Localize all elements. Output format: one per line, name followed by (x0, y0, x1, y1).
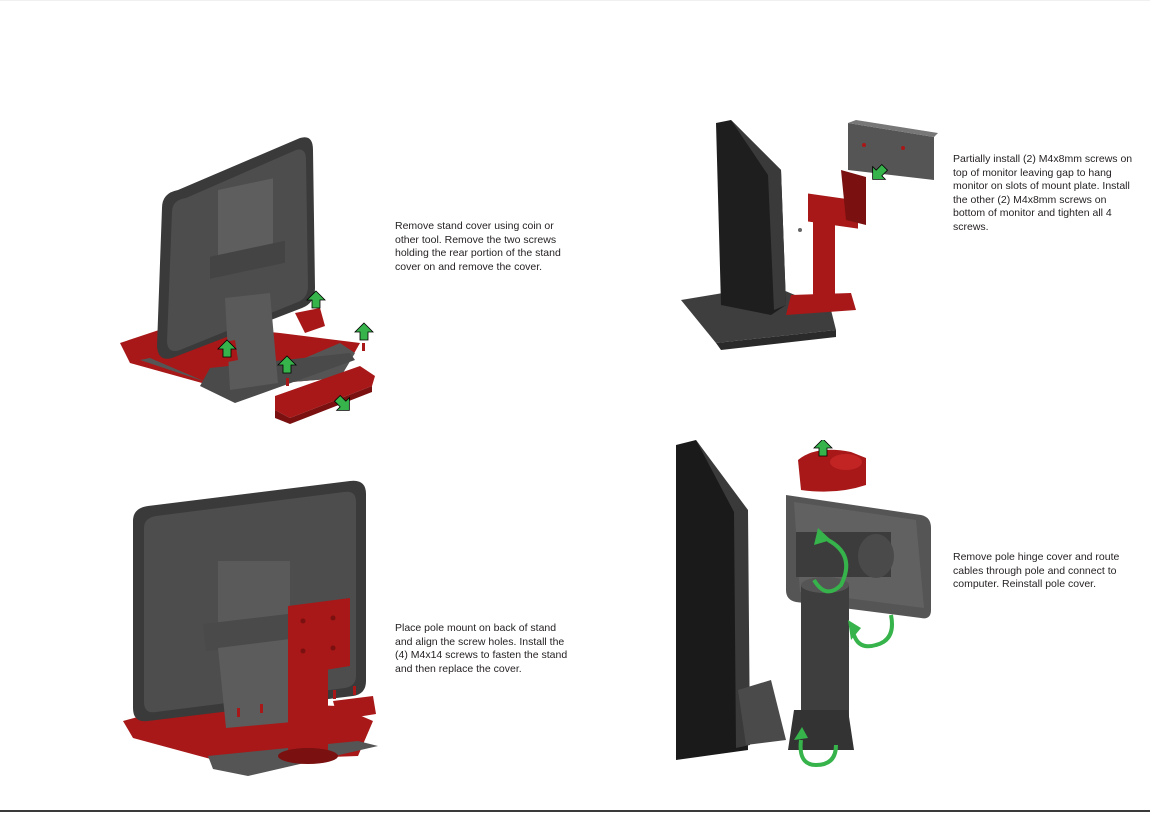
step4-illustration (676, 440, 931, 768)
step3-illustration (123, 480, 378, 776)
rear-stand-cover (275, 366, 375, 418)
step2-instructions: Partially install (2) M4x8mm screws on t… (953, 153, 1133, 233)
rotate-arrow-icon (794, 727, 838, 768)
down-left-arrow-icon (872, 163, 889, 180)
rotate-arrow-icon (848, 614, 894, 649)
step1-illustration (120, 137, 375, 424)
down-right-arrow-icon (333, 394, 350, 411)
monitor-side (676, 440, 748, 760)
step1-instructions: Remove stand cover using coin or other t… (395, 220, 561, 273)
step4-instructions: Remove pole hinge cover and route cables… (953, 551, 1120, 590)
step2-illustration (681, 120, 938, 350)
monitor-rear-plate (848, 123, 934, 180)
up-arrow-icon (306, 290, 326, 309)
step3-instructions: Place pole mount on back of stand and al… (395, 622, 568, 675)
top-rule (0, 0, 1150, 1)
bottom-rule (0, 810, 1150, 812)
up-arrow-icon (277, 355, 297, 374)
pole (801, 585, 849, 725)
pole-mount-plate (288, 598, 350, 676)
up-arrow-icon (217, 339, 237, 358)
up-arrow-icon (354, 322, 374, 341)
up-arrow-icon (813, 440, 833, 457)
pole-mount (813, 205, 835, 305)
rotate-arrow-icon (812, 528, 849, 594)
